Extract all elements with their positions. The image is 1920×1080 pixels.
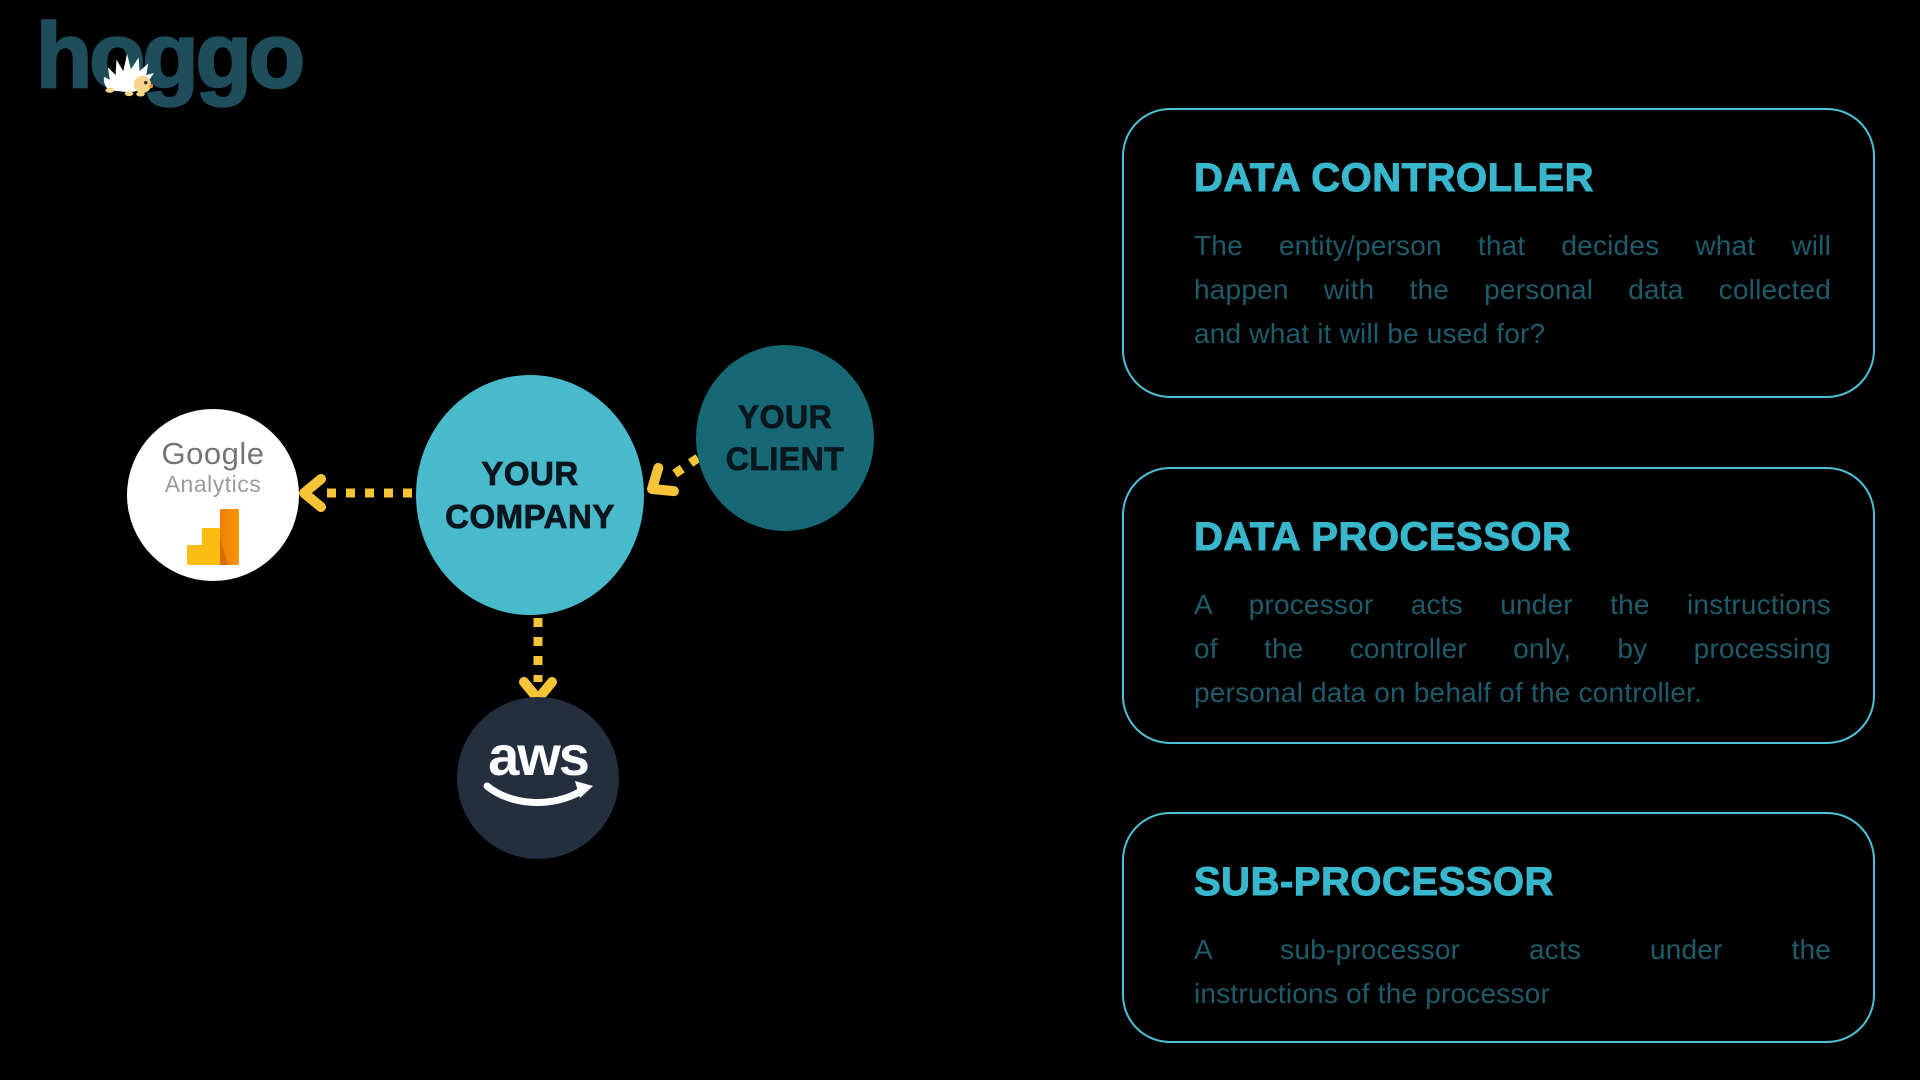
arrow-client-to-company-head [647, 462, 679, 497]
analytics-wordmark: Analytics [164, 471, 262, 497]
card-title-sub-processor: SUB-PROCESSOR [1194, 860, 1554, 905]
card-data-processor: DATA PROCESSOR A processor acts under th… [1122, 467, 1875, 744]
hedgehog-icon [103, 53, 154, 97]
arrow-company-to-google-head [299, 474, 326, 512]
aws-smile-icon [483, 781, 593, 806]
body-line: of the controller only, by processing [1194, 633, 1831, 664]
body-line: personal data on behalf of the controlle… [1194, 677, 1703, 708]
google-analytics-icon [187, 509, 239, 565]
card-data-controller: DATA CONTROLLER The entity/person that d… [1122, 108, 1875, 398]
card-title-data-processor: DATA PROCESSOR [1194, 515, 1572, 560]
node-your-client: YOUR CLIENT [696, 345, 874, 531]
node-your-company: YOUR COMPANY [416, 375, 644, 615]
body-line: A sub-processor acts under the [1194, 934, 1831, 965]
hoggo-logo: hoggo [35, 5, 356, 128]
aws-wordmark: aws [488, 724, 590, 787]
body-line: The entity/person that decides what will [1194, 230, 1831, 261]
body-line: happen with the personal data collected [1194, 274, 1831, 305]
body-line: A processor acts under the instructions [1194, 589, 1831, 620]
card-body-sub-processor: A sub-processor acts under the instructi… [1194, 928, 1831, 1016]
card-body-data-processor: A processor acts under the instructions … [1194, 583, 1831, 715]
google-wordmark: Google [161, 436, 265, 471]
card-title-data-controller: DATA CONTROLLER [1194, 156, 1595, 201]
node-aws: aws [457, 697, 619, 859]
your-client-label: YOUR CLIENT [725, 399, 845, 478]
body-line: and what it will be used for? [1194, 318, 1546, 349]
card-sub-processor: SUB-PROCESSOR A sub-processor acts under… [1122, 812, 1875, 1043]
node-google-analytics: Google Analytics [127, 409, 299, 581]
your-company-label: YOUR COMPANY [445, 455, 615, 536]
hoggo-logo-text: hoggo [35, 5, 307, 107]
arrow-client-to-company-line [664, 454, 701, 483]
body-line: instructions of the processor [1194, 978, 1550, 1009]
card-body-data-controller: The entity/person that decides what will… [1194, 224, 1831, 356]
